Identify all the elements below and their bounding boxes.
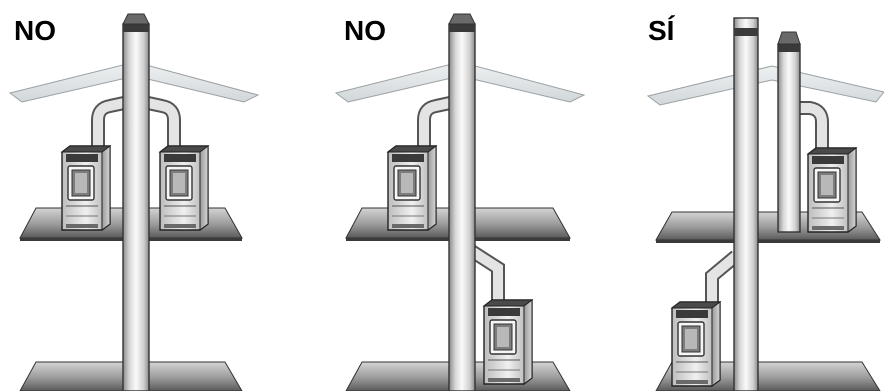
panel-1-label: NO — [14, 15, 56, 46]
panel-1: NO — [8, 13, 260, 391]
chimney-pipe — [122, 23, 150, 391]
stove — [807, 147, 857, 233]
stove — [61, 145, 111, 231]
stove — [671, 301, 721, 387]
chimney-pipe — [777, 43, 801, 233]
stove — [387, 145, 437, 231]
panel-2-label: NO — [344, 15, 386, 46]
panel-3: SÍ — [646, 15, 884, 391]
stove — [159, 145, 209, 231]
roof — [646, 65, 884, 106]
panel-3-label: SÍ — [648, 15, 676, 46]
panel-2: NO — [334, 13, 586, 391]
stove — [483, 299, 533, 385]
chimney-pipe — [448, 23, 476, 391]
chimney-pipe — [733, 17, 759, 391]
